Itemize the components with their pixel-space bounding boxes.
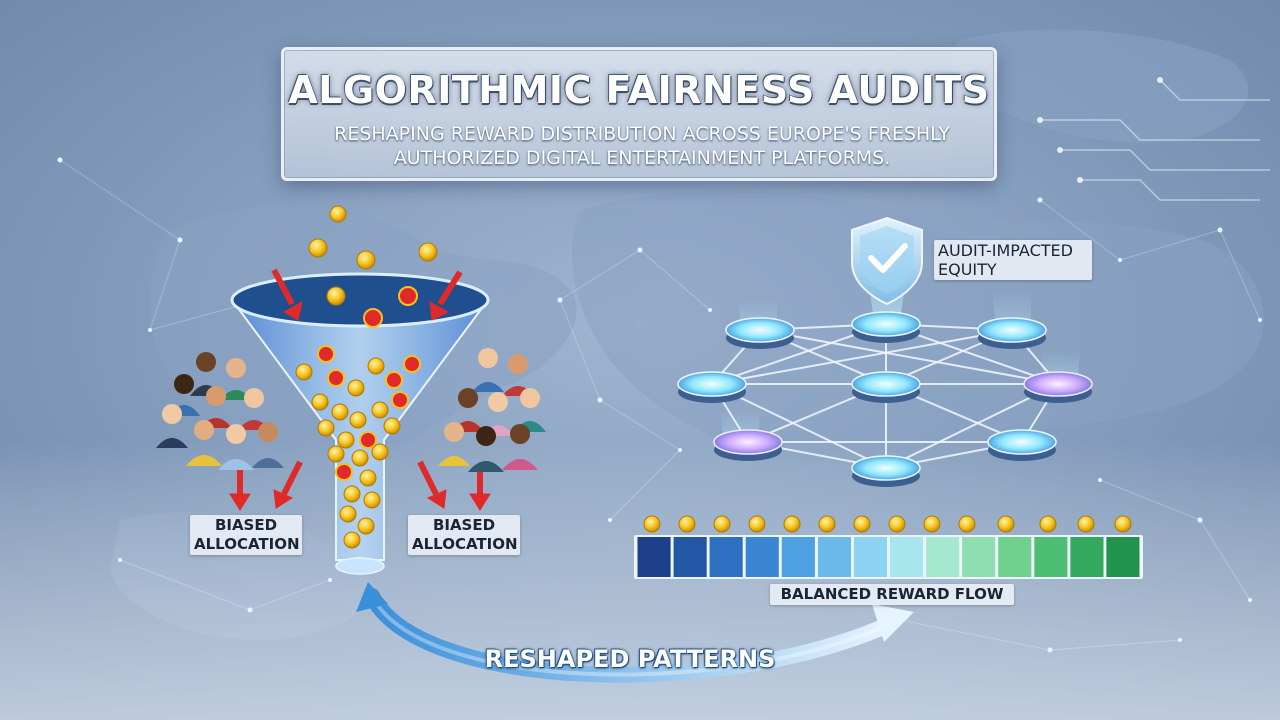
balanced-reward-flow-label: BALANCED REWARD FLOW [770, 584, 1014, 605]
reward-bar-segment [1106, 537, 1140, 577]
network-node [677, 371, 747, 403]
network-node [851, 371, 921, 403]
label-line: ALLOCATION [194, 535, 300, 553]
reward-bar-segment [853, 537, 887, 577]
subtitle-line-1: RESHAPING REWARD DISTRIBUTION ACROSS EUR… [334, 123, 950, 145]
person-icon [472, 348, 504, 392]
reward-bar-segment [745, 537, 779, 577]
network-node [725, 317, 795, 349]
people-group-left [156, 352, 284, 470]
person-icon [502, 424, 538, 470]
person-icon [220, 358, 252, 400]
reward-bar-segment [998, 537, 1032, 577]
reward-bar [634, 535, 1143, 579]
reward-bar-segment [673, 537, 707, 577]
red-arrow-icon [271, 268, 303, 321]
network-node [713, 429, 783, 461]
coins-group [295, 205, 438, 549]
reward-bar-segment [962, 537, 996, 577]
network-graph [677, 240, 1093, 487]
audit-impacted-equity-label: AUDIT-IMPACTED EQUITY [934, 240, 1092, 280]
reward-bar-segment [637, 537, 671, 577]
network-node [851, 455, 921, 487]
red-arrow-icon [273, 460, 303, 509]
reward-bar-segment [1034, 537, 1068, 577]
reward-bar-segment [817, 537, 851, 577]
title-panel: ALGORITHMIC FAIRNESS AUDITS RESHAPING RE… [281, 47, 997, 181]
person-icon [218, 424, 254, 470]
reward-bar-segment [781, 537, 815, 577]
red-arrow-icon [429, 270, 463, 321]
reward-bar-segment [1070, 537, 1104, 577]
label-line: ALLOCATION [412, 535, 518, 553]
red-arrow-icon [229, 468, 251, 511]
reshaped-patterns-label: RESHAPED PATTERNS [484, 645, 776, 673]
person-icon [252, 422, 284, 468]
network-node [1023, 371, 1093, 403]
biased-allocation-label-right: BIASED ALLOCATION [408, 515, 520, 555]
network-node [977, 317, 1047, 349]
person-icon [186, 420, 222, 466]
reward-bar-segment [926, 537, 960, 577]
person-icon [438, 422, 470, 466]
people-group-right [438, 348, 546, 472]
reward-bar-segment [709, 537, 743, 577]
label-line: EQUITY [938, 260, 997, 279]
bias-arrows [229, 268, 491, 511]
red-arrow-icon [417, 460, 447, 509]
person-icon [468, 426, 504, 472]
reward-coins [643, 515, 1132, 533]
label-line: BIASED [214, 516, 278, 534]
page-title: ALGORITHMIC FAIRNESS AUDITS [288, 68, 990, 112]
biased-allocation-label-left: BIASED ALLOCATION [190, 515, 302, 555]
curved-arrow-icon [356, 582, 914, 683]
network-node [987, 429, 1057, 461]
page-subtitle: RESHAPING REWARD DISTRIBUTION ACROSS EUR… [304, 122, 980, 170]
red-arrow-icon [469, 468, 491, 511]
reward-bar-segment [890, 537, 924, 577]
label-line: AUDIT-IMPACTED [938, 241, 1073, 260]
person-icon [156, 404, 188, 448]
network-node [851, 311, 921, 343]
subtitle-line-2: AUTHORIZED DIGITAL ENTERTAINMENT PLATFOR… [393, 147, 891, 169]
label-line: BIASED [432, 516, 496, 534]
shield-check-icon [851, 216, 923, 306]
